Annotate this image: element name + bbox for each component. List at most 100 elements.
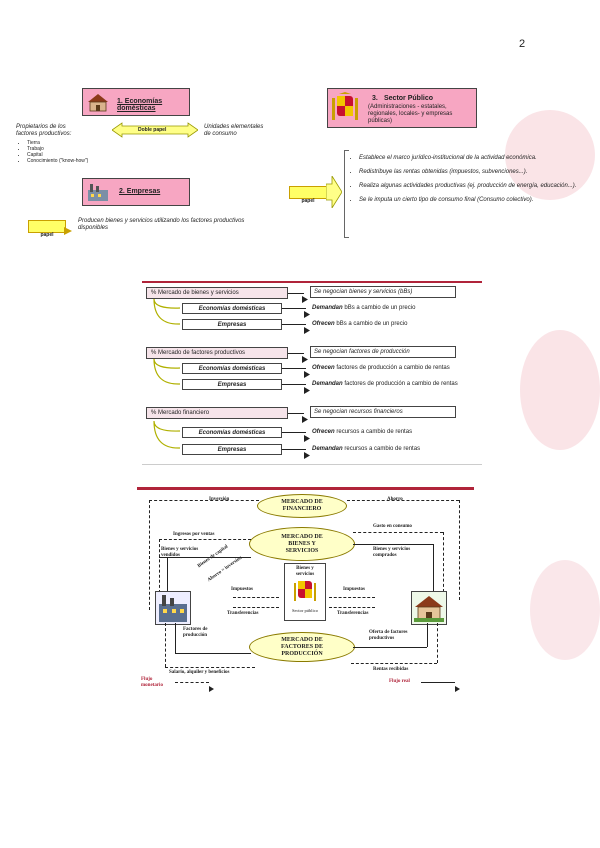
agent-action: Demandan bBs a cambio de un precio	[312, 305, 482, 312]
agent-action: Ofrecen recursos a cambio de rentas	[312, 429, 482, 436]
action-verb: Demandan	[312, 381, 343, 387]
real-flow-line	[353, 544, 433, 545]
flow-label-transfer-left: Transferencias	[227, 611, 259, 616]
papel-tag: papel	[28, 220, 66, 238]
arrow-icon	[302, 410, 308, 428]
box-title: 1. Economías domésticas	[117, 98, 163, 112]
action-verb: Ofrecen	[312, 321, 335, 327]
real-flow-line	[353, 647, 427, 648]
market-title: % Mercado financiero	[151, 410, 210, 416]
box-title: 2. Empresas	[119, 188, 161, 195]
money-flow-line	[233, 607, 279, 608]
arrow-icon	[302, 350, 308, 368]
market-title-text: Mercado de factores productivos	[158, 350, 246, 356]
connector	[282, 449, 306, 450]
flow-label-ahorro: Ahorro	[387, 497, 403, 502]
watermark-shape	[505, 110, 595, 200]
top-rule	[142, 281, 482, 283]
gov-caption: Sector público	[291, 608, 319, 613]
papel-label: papel	[301, 198, 315, 204]
watermark-shape	[530, 560, 600, 660]
arrow-icon	[304, 446, 310, 464]
arrow-icon	[455, 679, 460, 697]
arrow-icon	[302, 290, 308, 308]
sector-publico-box: 3. Sector Público (Administraciones - es…	[327, 88, 477, 128]
role-item: Se le imputa un cierto tipo de consumo f…	[359, 197, 599, 204]
page-number: 2	[519, 38, 526, 50]
action-rest: factores de producción a cambio de renta…	[336, 365, 450, 371]
money-flow-line	[347, 500, 459, 501]
connector	[282, 384, 306, 385]
double-role-label: Doble papel	[138, 127, 167, 133]
money-flow-line	[165, 667, 255, 668]
money-flow-line	[351, 663, 437, 664]
markets-diagram-rows: Economías domésticas Ofrecen recursos a …	[142, 420, 482, 467]
market-title-box: % Mercado financiero	[146, 407, 288, 419]
watermark-shape	[520, 330, 600, 450]
curved-arrow-icon	[150, 420, 182, 458]
money-flow-line	[149, 500, 150, 610]
agent-action: Demandan factores de producción a cambio…	[312, 381, 482, 388]
top-rule	[137, 487, 474, 490]
gov-box-label: Bienes y servicios	[295, 566, 315, 577]
box-number: 3.	[372, 95, 378, 102]
action-rest: bBs a cambio de un precio	[336, 321, 408, 327]
house-icon	[411, 591, 447, 625]
sector-roles-list: Establece el marco jurídico-instituciona…	[350, 155, 599, 204]
flow-label-oferta: Oferta de factores productivos	[369, 630, 408, 641]
coat-of-arms-icon	[331, 92, 359, 125]
curved-arrow-icon	[150, 358, 182, 394]
empresas-box: 2. Empresas	[82, 178, 190, 206]
coat-of-arms-icon	[294, 578, 316, 609]
arrow-icon	[304, 321, 310, 339]
factor-item: Capital	[27, 152, 127, 158]
flow-label-impuestos-right: Impuestos	[343, 587, 365, 592]
agent-box: Economías domésticas	[182, 427, 282, 438]
action-verb: Demandan	[312, 446, 343, 452]
house-icon	[86, 92, 110, 112]
empresas-role-text: Producen bienes y servicios utilizando l…	[78, 218, 245, 231]
factory-icon	[155, 591, 191, 625]
legend-real-label: Flujo real	[389, 679, 410, 684]
box-subtitle: (Administraciones - estatales, regionale…	[368, 104, 453, 124]
connector	[282, 324, 306, 325]
market-factores-oval: MERCADO DE FACTORES DE PRODUCCIÓN	[249, 632, 355, 662]
agent-action: Demandan recursos a cambio de rentas	[312, 446, 482, 453]
market-title: % Mercado de factores productivos	[151, 350, 246, 356]
flow-label-gasto: Gasto en consumo	[373, 524, 412, 529]
arrow-icon	[209, 679, 214, 697]
agent-action: Ofrecen bBs a cambio de un precio	[312, 321, 482, 328]
arrow-icon	[304, 365, 310, 383]
flow-label-transfer-right: Transferencias	[337, 611, 369, 616]
flow-label-rentas: Rentas recibidas	[373, 667, 409, 672]
papel-tag: papel	[289, 186, 327, 204]
market-title-box: % Mercado de bienes y servicios	[146, 287, 288, 299]
real-flow-line	[175, 623, 176, 653]
agent-box: Economías domésticas	[182, 303, 282, 314]
bracket	[344, 150, 349, 238]
flow-label-inversion: Inversión	[209, 497, 230, 502]
flow-label-bienes-comprados: Bienes y servicios comprados	[373, 547, 411, 558]
role-item: Establece el marco jurídico-instituciona…	[359, 155, 599, 162]
money-flow-line	[149, 500, 259, 501]
connector	[282, 368, 306, 369]
role-item: Realiza algunas actividades productivas …	[359, 183, 599, 190]
real-flow-line	[175, 653, 251, 654]
market-bienes-oval: MERCADO DE BIENES Y SERVICIOS	[249, 527, 355, 561]
money-flow-line	[459, 500, 460, 600]
circular-flow-diagram: MERCADO DE FINANCIERO MERCADO DE BIENES …	[137, 487, 474, 693]
market-title: % Mercado de bienes y servicios	[151, 290, 239, 296]
real-flow-line	[167, 557, 168, 593]
double-arrow: Doble papel	[111, 122, 199, 138]
connector	[288, 353, 304, 354]
flow-label-impuestos-left: Impuestos	[231, 587, 253, 592]
market-title-text: Mercado de bienes y servicios	[158, 290, 239, 296]
arrow-icon	[64, 222, 72, 235]
market-title-box: % Mercado de factores productivos	[146, 347, 288, 359]
flow-label-factores: Factores de producción	[183, 627, 208, 638]
papel-label: papel	[40, 232, 54, 238]
owners-note: Propietarios de los factores productivos…	[16, 124, 72, 137]
legend-real-line	[421, 682, 455, 683]
real-flow-line	[427, 623, 428, 647]
action-verb: Demandan	[312, 305, 343, 311]
